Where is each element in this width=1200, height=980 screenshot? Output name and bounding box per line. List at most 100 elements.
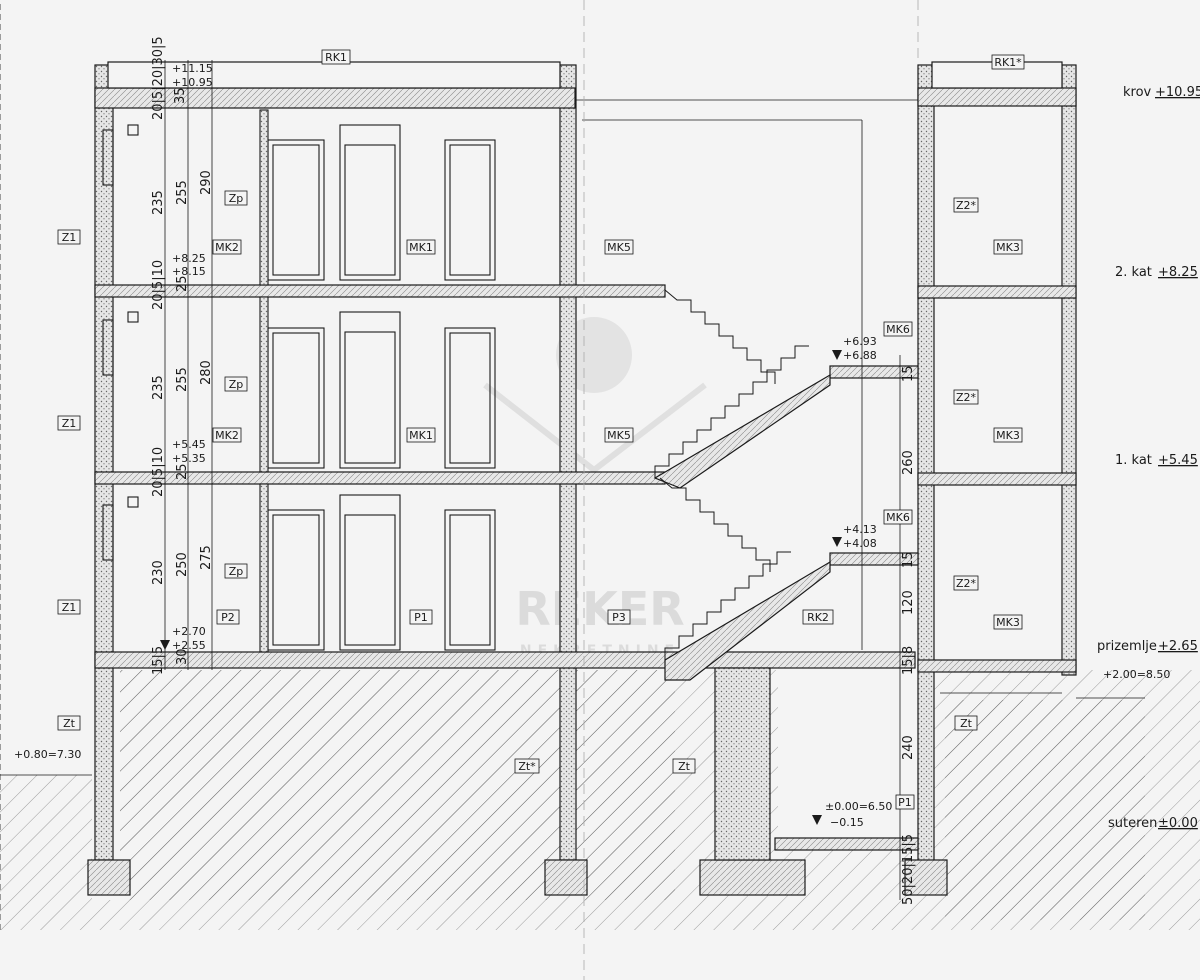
elev-f1a: +5.45: [172, 438, 206, 451]
elev-f2b: +8.15: [172, 265, 206, 278]
svg-text:MK5: MK5: [607, 429, 631, 442]
svg-text:P2: P2: [221, 611, 235, 624]
tag-mk5-f1: MK5: [604, 427, 634, 443]
svg-text:MK1: MK1: [409, 429, 433, 442]
footing-left: [87, 859, 131, 896]
dim-r2-total: 280: [199, 360, 214, 385]
elev-landing-lo-a: +4.13: [843, 523, 877, 536]
roof-slab-left: [94, 87, 576, 109]
tag-p1-basement: P1: [895, 794, 915, 810]
upper-steps: [654, 345, 809, 478]
watermark-word: REKER: [515, 582, 684, 636]
dim-g-30: 30: [175, 648, 190, 665]
dim-r3-total: 290: [199, 170, 214, 195]
elev-landing-lo-b: +4.08: [843, 537, 877, 550]
tag-rk1: RK1: [321, 49, 351, 65]
elev-f2a: +8.25: [172, 252, 206, 265]
dim-r1-25: 25: [175, 463, 190, 480]
tag-zp-g: Zp: [224, 563, 248, 579]
svg-text:P1: P1: [898, 796, 912, 809]
floor1-slab-right: [917, 472, 1077, 486]
svg-text:Zp: Zp: [229, 565, 244, 578]
dim-r1-stack: 20|5|10: [151, 447, 166, 497]
footing-stair: [699, 859, 806, 896]
dim-r1-total: 275: [199, 545, 214, 570]
floor2-slab-right: [917, 285, 1077, 299]
basement-room: [778, 670, 918, 840]
tag-p3: P3: [607, 609, 631, 625]
elev-basement-b: −0.15: [830, 816, 864, 829]
svg-text:Zp: Zp: [229, 378, 244, 391]
level-kat2-value: +8.25: [1158, 265, 1198, 280]
element-tags: RK1 RK1* MK2 MK1 MK5 MK3 MK2 MK1 MK5 MK3…: [57, 49, 1025, 810]
level-krov-name: krov: [1123, 85, 1152, 100]
level-suteren-value: ±0.00: [1158, 816, 1198, 831]
level-labels: krov +10.95 2. kat +8.25 1. kat +5.45 pr…: [1097, 85, 1200, 831]
tag-mk3-f1: MK3: [993, 427, 1023, 443]
elev-top2: +10.95: [172, 76, 213, 89]
elev-landing-up-a: +6.93: [843, 335, 877, 348]
lower-steps: [664, 551, 791, 660]
svg-text:P3: P3: [612, 611, 626, 624]
svg-text:Zp: Zp: [229, 192, 244, 205]
stair-flight-upper: [653, 373, 831, 489]
level-kat1-value: +5.45: [1158, 453, 1198, 468]
svg-text:MK3: MK3: [996, 241, 1020, 254]
right-outer-wall: [1061, 64, 1077, 676]
tag-mk6-lower: MK6: [883, 509, 913, 525]
dim-r3-room: 255: [175, 180, 190, 205]
left-outer-wall: [94, 64, 114, 861]
svg-text:RK1: RK1: [325, 51, 347, 64]
level-kat1-name: 1. kat: [1115, 453, 1152, 468]
svg-text:MK2: MK2: [215, 241, 239, 254]
tag-mk1-f2: MK1: [406, 239, 436, 255]
dim-r-120: 120: [901, 590, 916, 615]
dim-r-15-8: 15|8: [901, 646, 916, 675]
dim-r2-25: 25: [175, 275, 190, 292]
right-wing-left-wall: [917, 64, 935, 866]
svg-text:Z1: Z1: [62, 417, 77, 430]
svg-text:MK6: MK6: [886, 323, 910, 336]
floor2-slab-left: [94, 284, 666, 298]
dim-r2-stack: 20|5|10: [151, 260, 166, 310]
tag-mk2-f1: MK2: [212, 427, 242, 443]
tag-z1-f2: Z1: [57, 229, 81, 245]
svg-text:MK1: MK1: [409, 241, 433, 254]
tag-mk1-f1: MK1: [406, 427, 436, 443]
svg-text:P1: P1: [414, 611, 428, 624]
landing-lower: [829, 552, 919, 566]
svg-text:RK1*: RK1*: [994, 56, 1022, 69]
svg-text:Z2*: Z2*: [956, 577, 977, 590]
tag-zt-left: Zt: [57, 715, 81, 731]
level-suteren-name: suteren: [1108, 816, 1157, 831]
dim-r-15b: 15: [901, 551, 916, 568]
tag-p2: P2: [216, 609, 240, 625]
elev-landing-up-b: +6.88: [843, 349, 877, 362]
svg-text:MK3: MK3: [996, 429, 1020, 442]
tag-zp-f1: Zp: [224, 376, 248, 392]
dim-left-top-stack: 20|5|20|30|5: [151, 36, 166, 120]
footing-right: [904, 859, 948, 896]
elev-f1b: +5.35: [172, 452, 206, 465]
svg-text:MK6: MK6: [886, 511, 910, 524]
elev-gfb: +2.55: [172, 639, 206, 652]
middle-wall: [559, 64, 577, 861]
tag-rk1s: RK1*: [991, 54, 1025, 70]
soil-hatch: [0, 670, 1200, 930]
stair-flight-lower: [664, 560, 831, 681]
svg-text:Zt: Zt: [960, 717, 973, 730]
level-prizemlje-name: prizemlje: [1097, 639, 1157, 654]
dim-r-15a: 15: [901, 365, 916, 382]
dim-r-240: 240: [901, 735, 916, 760]
tag-z1-f1: Z1: [57, 415, 81, 431]
dim-r-bottom: 50|20|15|5: [901, 834, 916, 905]
level-krov-value: +10.95: [1155, 85, 1200, 100]
tag-z2s-f1: Z2*: [953, 389, 979, 405]
elevation-markers: +11.15 +10.95 +8.25 +8.15 +5.45 +5.35 +2…: [14, 62, 1170, 829]
dim-g-stack: 15|5: [151, 646, 166, 675]
tag-zts: Zt*: [514, 758, 540, 774]
dim-r1-room: 250: [175, 552, 190, 577]
door-elevations: [102, 109, 496, 653]
